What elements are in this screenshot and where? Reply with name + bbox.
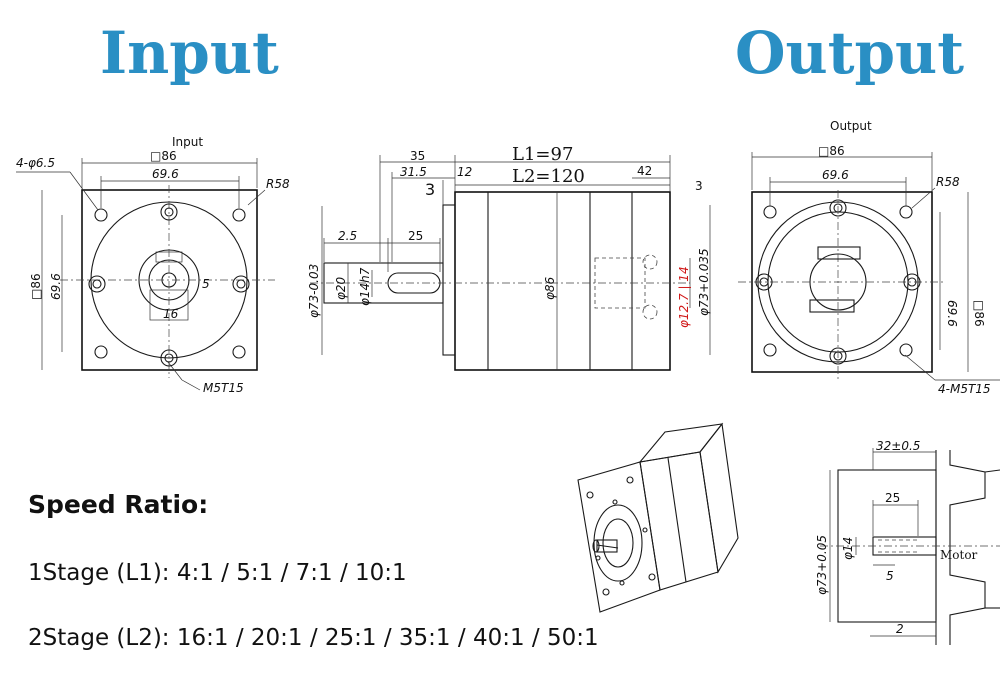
- output-view-title: Output: [830, 119, 872, 133]
- input-square-vertical-label: □86: [29, 273, 43, 300]
- side-dim-35: 35: [410, 149, 425, 163]
- input-thread-label: M5T15: [203, 381, 244, 395]
- side-l2-label: L2=120: [512, 166, 585, 187]
- side-dim-phi14: φ14h7: [358, 267, 372, 306]
- side-dim-phi73-input: φ73-0.03: [307, 264, 321, 318]
- motor-dim-phi73: φ73+0.05: [815, 535, 829, 595]
- input-view-title: Input: [172, 135, 203, 149]
- output-square-label: □86: [818, 144, 845, 158]
- side-dim-12: 12: [457, 165, 472, 179]
- side-l1-label: L1=97: [512, 144, 573, 165]
- side-dim-phi12-7: φ12.7 | 14: [677, 266, 691, 328]
- speed-ratio-stage1: 1Stage (L1): 4:1 / 5:1 / 7:1 / 10:1: [28, 560, 407, 586]
- motor-dim-phi14: φ14: [841, 537, 855, 560]
- motor-mount-detail: 32±0.5 25 φ73+0.05 φ14 5 Motor 2: [815, 439, 1000, 645]
- output-heading: Output: [735, 19, 964, 87]
- motor-dim-2: 2: [896, 622, 904, 636]
- side-dim-31-5: 31.5: [400, 165, 427, 179]
- side-dim-phi86: φ86: [543, 276, 557, 300]
- input-pcd-label: 69.6: [152, 167, 179, 181]
- output-pcd-label: 69.6: [822, 168, 849, 182]
- side-dim-2-5: 2.5: [338, 229, 357, 243]
- side-dim-3-left: 3: [425, 180, 435, 199]
- speed-ratio-stage2: 2Stage (L2): 16:1 / 20:1 / 25:1 / 35:1 /…: [28, 625, 599, 651]
- input-radius-label: R58: [266, 177, 290, 191]
- motor-dim-5: 5: [886, 569, 894, 583]
- output-thread-label: 4-M5T15: [938, 382, 991, 396]
- output-radius-label: R58: [936, 175, 960, 189]
- motor-dim-32: 32±0.5: [876, 439, 920, 453]
- input-hole-label: 4-φ6.5: [16, 156, 55, 170]
- side-view: 35 31.5 12 L1=97 L2=120 42 3 3 2.5 25 φ7…: [307, 144, 711, 371]
- motor-label: Motor: [940, 548, 978, 562]
- output-square-vertical-label: □86: [972, 300, 986, 327]
- output-flange-view: Output □86 69.6 R58 69.6 □86 4-M5T15: [738, 119, 1000, 396]
- input-square-label: □86: [150, 149, 177, 163]
- input-flange-view: Input 4-φ6.5 □86 69.6 R58 □86 69.6: [16, 135, 290, 395]
- side-dim-phi73-output: φ73+0.035: [697, 248, 711, 316]
- side-dim-phi20: φ20: [334, 276, 348, 300]
- output-pcd-vertical-label: 69.6: [945, 300, 959, 327]
- input-bore-label: 16: [163, 307, 179, 321]
- input-pcd-vertical-label: 69.6: [49, 273, 63, 300]
- motor-dim-25: 25: [885, 491, 900, 505]
- input-key-label: 5: [202, 277, 210, 291]
- gearbox-isometric-sketch: [577, 422, 739, 613]
- side-dim-42: 42: [637, 164, 652, 178]
- input-heading: Input: [100, 19, 279, 87]
- side-dim-25: 25: [408, 229, 423, 243]
- side-dim-3-right: 3: [695, 179, 703, 193]
- speed-ratio-heading: Speed Ratio:: [28, 490, 209, 519]
